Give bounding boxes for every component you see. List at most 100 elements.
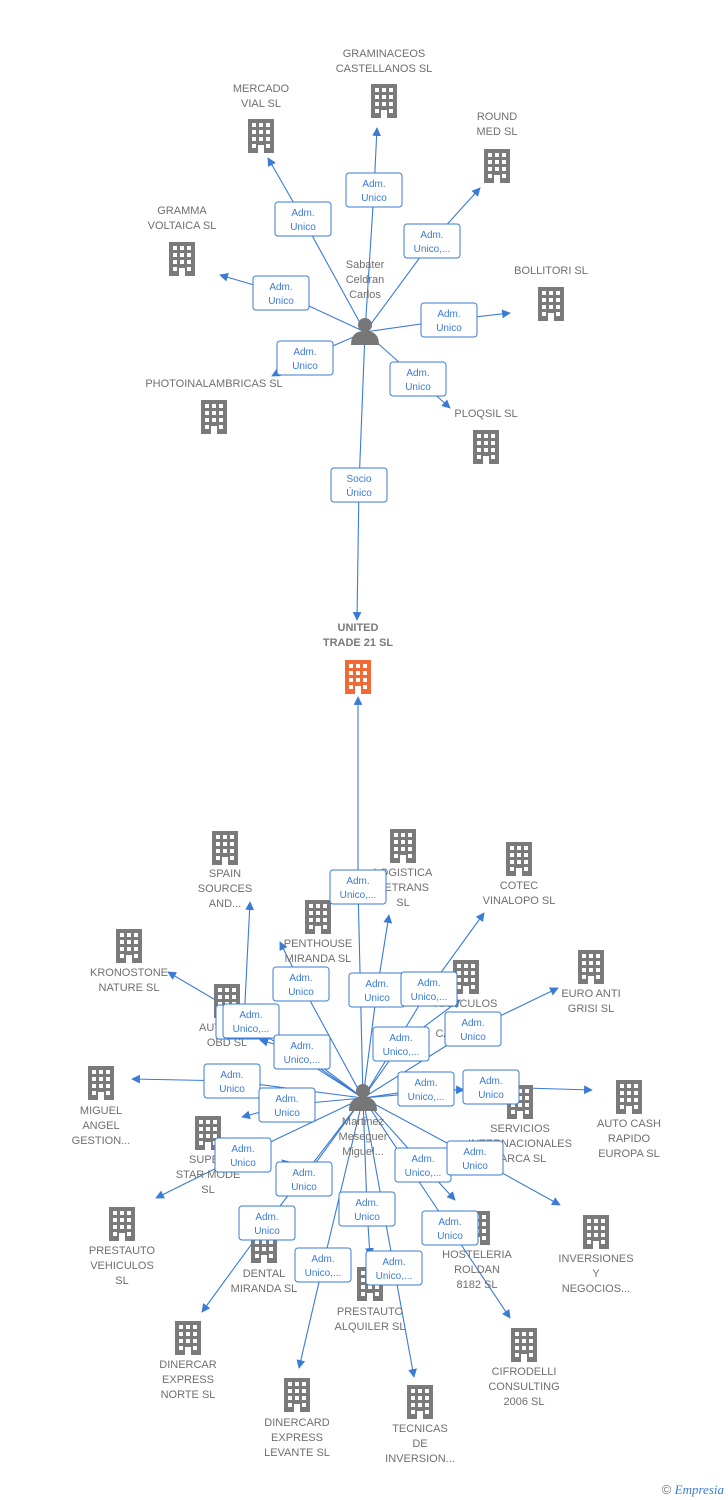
company-name-autocash-line-1: AUTO CASH [597,1118,661,1130]
relation-label-martinez-prestautov[interactable]: Adm.Unico [214,1137,272,1173]
relation-label-martinez-euroanti[interactable]: Adm.Unico [444,1011,502,1047]
person-name-sabater-line-3: Carlos [349,289,381,301]
company-node-inversiones[interactable]: INVERSIONESYNEGOCIOS... [558,1215,634,1295]
relation-label-martinez-cifrodelli[interactable]: Adm.Unico [421,1210,479,1246]
relation-label-martinez-kronostone[interactable]: Adm.Unico,... [222,1003,280,1039]
company-name-tecnicas-line-1: TECNICAS [392,1423,448,1435]
building-icon [201,400,227,434]
relation-label-martinez-united[interactable]: Adm.Unico,... [329,869,387,905]
company-name-prestautov-line-1: PRESTAUTO [89,1245,156,1257]
relation-label-box [275,1161,333,1197]
company-name-ploqsil-line-1: PLOQSIL SL [454,408,517,420]
relation-label-martinez-hosteleria[interactable]: Adm.Unico,... [394,1147,452,1183]
company-name-round-line-2: MED SL [477,126,518,138]
relation-label-martinez-automa[interactable]: Adm.Unico,... [273,1034,331,1070]
relation-label-martinez-penthouse[interactable]: Adm.Unico [272,966,330,1002]
relation-labels-layer: Adm.UnicoAdm.UnicoAdm.Unico,...Adm.Unico… [203,172,520,1286]
relation-label-sabater-bollitori[interactable]: Adm.Unico [420,302,478,338]
relation-label-text: Adm. [437,309,460,320]
relation-label-text: Adm. [255,1212,278,1223]
relation-label-martinez-dental[interactable]: Adm.Unico [275,1161,333,1197]
person-node-martinez[interactable]: MartinezMeseguerMiguel... [339,1084,388,1158]
relation-label-sabater-graminaceos[interactable]: Adm.Unico [345,172,403,208]
relation-label-text: Adm. [293,347,316,358]
company-node-spain[interactable]: SPAINSOURCESAND... [198,831,252,910]
relation-label-martinez-cotec[interactable]: Adm.Unico,... [400,971,458,1007]
company-node-ploqsil[interactable]: PLOQSIL SL [454,408,518,464]
relation-label-martinez-inversiones[interactable]: Adm.Unico [446,1140,504,1176]
relation-label-text: Unico,... [408,1092,445,1103]
company-name-dental-line-2: MIRANDA SL [231,1283,298,1295]
relation-label-martinez-servicios[interactable]: Adm.Unico,... [397,1071,455,1107]
relation-label-sabater-ploqsil[interactable]: Adm.Unico [389,361,447,397]
person-name-sabater-line-1: Sabater [346,259,385,271]
relation-label-martinez-superstar[interactable]: Adm.Unico [258,1087,316,1123]
building-icon [248,119,274,153]
relation-label-box [273,1034,331,1070]
relation-label-martinez-dinercard[interactable]: Adm.Unico,... [294,1247,352,1283]
relation-label-box [252,275,310,311]
relation-label-sabater-gramma[interactable]: Adm.Unico [252,275,310,311]
relation-label-box [329,869,387,905]
relation-label-martinez-autocash[interactable]: Adm.Unico [462,1069,520,1105]
relation-label-box [420,302,478,338]
company-node-bollitori[interactable]: BOLLITORI SL [514,265,588,321]
relation-label-box [222,1003,280,1039]
relation-label-text: Socio [346,474,371,485]
relation-label-text: Adm. [461,1018,484,1029]
relation-label-martinez-tecnicas[interactable]: Adm.Unico,... [365,1250,423,1286]
relation-label-sabater-mercado[interactable]: Adm.Unico [274,201,332,237]
relation-label-martinez-logistica[interactable]: Adm.Unico [348,972,406,1008]
relation-label-text: Unico,... [405,1168,442,1179]
relation-label-box [214,1137,272,1173]
company-name-kronostone-line-1: KRONOSTONE [90,967,168,979]
relation-label-box [389,361,447,397]
relation-label-text: Adm. [420,230,443,241]
company-name-autocash-line-2: RAPIDO [608,1133,651,1145]
relation-label-text: Unico [364,993,390,1004]
footer-brand[interactable]: © Empresia [662,1482,724,1498]
company-name-gramma-line-1: GRAMMA [157,205,207,217]
company-node-photo[interactable]: PHOTOINALAMBRICAS SL [145,378,283,434]
relation-label-martinez-prestautoa[interactable]: Adm.Unico [338,1191,396,1227]
company-node-tecnicas[interactable]: TECNICASDEINVERSION... [385,1385,455,1465]
company-name-miguel-line-2: ANGEL [82,1120,119,1132]
company-name-servicios-line-3: FARCA SL [494,1153,547,1165]
building-icon [538,287,564,321]
relation-label-box [294,1247,352,1283]
company-name-dinercard-line-2: EXPRESS [271,1432,323,1444]
relation-label-martinez-dinercar[interactable]: Adm.Unico [238,1205,296,1241]
company-node-round[interactable]: ROUND MED SL [477,111,518,183]
company-name-round-line-1: ROUND [477,111,517,123]
relation-label-sabater-photo[interactable]: Adm.Unico [276,340,334,376]
relation-label-martinez-articulos[interactable]: Adm.Unico,... [372,1026,430,1062]
person-icon [351,318,379,345]
relation-label-text: Unico,... [411,992,448,1003]
relation-label-sabater-round[interactable]: Adm.Unico,... [403,223,461,259]
relation-label-martinez-miguel[interactable]: Adm.Unico [203,1063,261,1099]
brand-logo: Empresia [674,1482,724,1497]
company-name-cifrodelli-line-1: CIFRODELLI [492,1366,557,1378]
building-icon [506,842,532,876]
company-node-miguel[interactable]: MIGUELANGELGESTION... [72,1066,131,1147]
company-name-dinercar-line-2: EXPRESS [162,1374,214,1386]
